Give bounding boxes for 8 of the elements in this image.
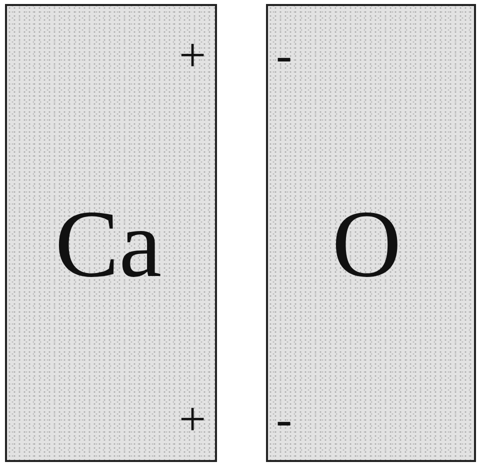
charge-sign: -	[276, 32, 292, 80]
atom-box	[266, 4, 476, 462]
charge-sign: -	[276, 396, 292, 444]
element-symbol: Ca	[55, 196, 162, 292]
charge-sign: +	[179, 32, 206, 80]
atom-box	[5, 4, 217, 462]
element-symbol: O	[332, 196, 402, 292]
charge-sign: +	[179, 396, 206, 444]
